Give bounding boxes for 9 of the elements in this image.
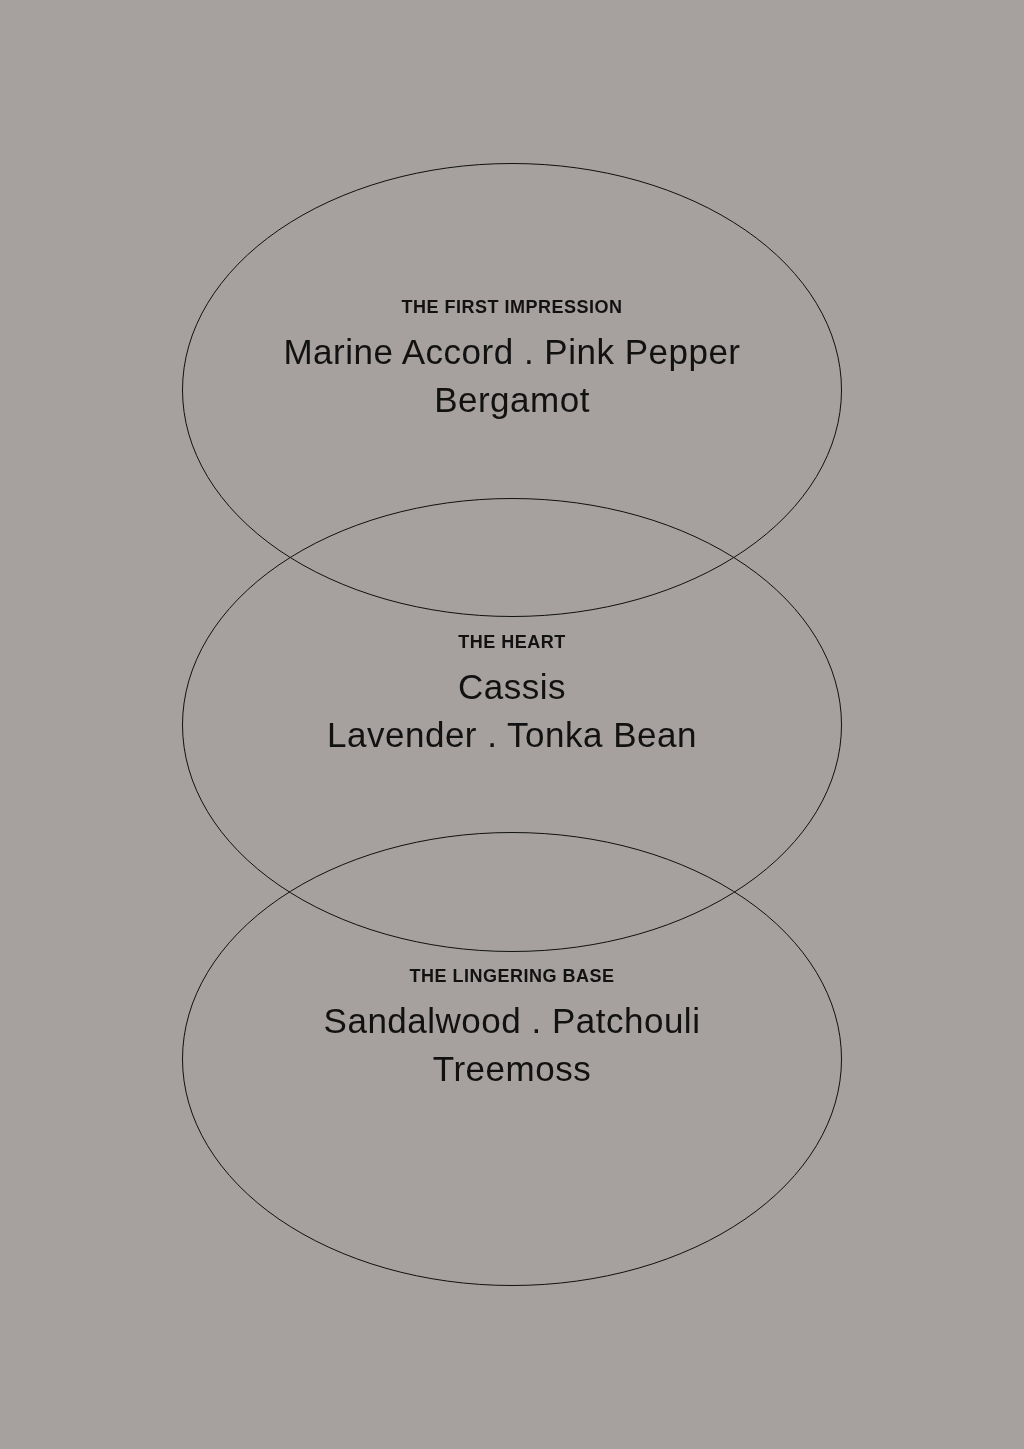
section-heading: THE FIRST IMPRESSION: [401, 297, 623, 318]
note-list: Sandalwood . Patchouli: [323, 997, 701, 1045]
note-list: Lavender . Tonka Bean: [327, 711, 697, 759]
note-list: Marine Accord . Pink Pepper: [283, 328, 741, 376]
section-heading: THE LINGERING BASE: [409, 966, 615, 987]
note-list: Treemoss: [432, 1045, 592, 1093]
note-list: Cassis: [458, 663, 566, 711]
section-heading: THE HEART: [458, 632, 566, 653]
note-list: Bergamot: [434, 376, 590, 424]
